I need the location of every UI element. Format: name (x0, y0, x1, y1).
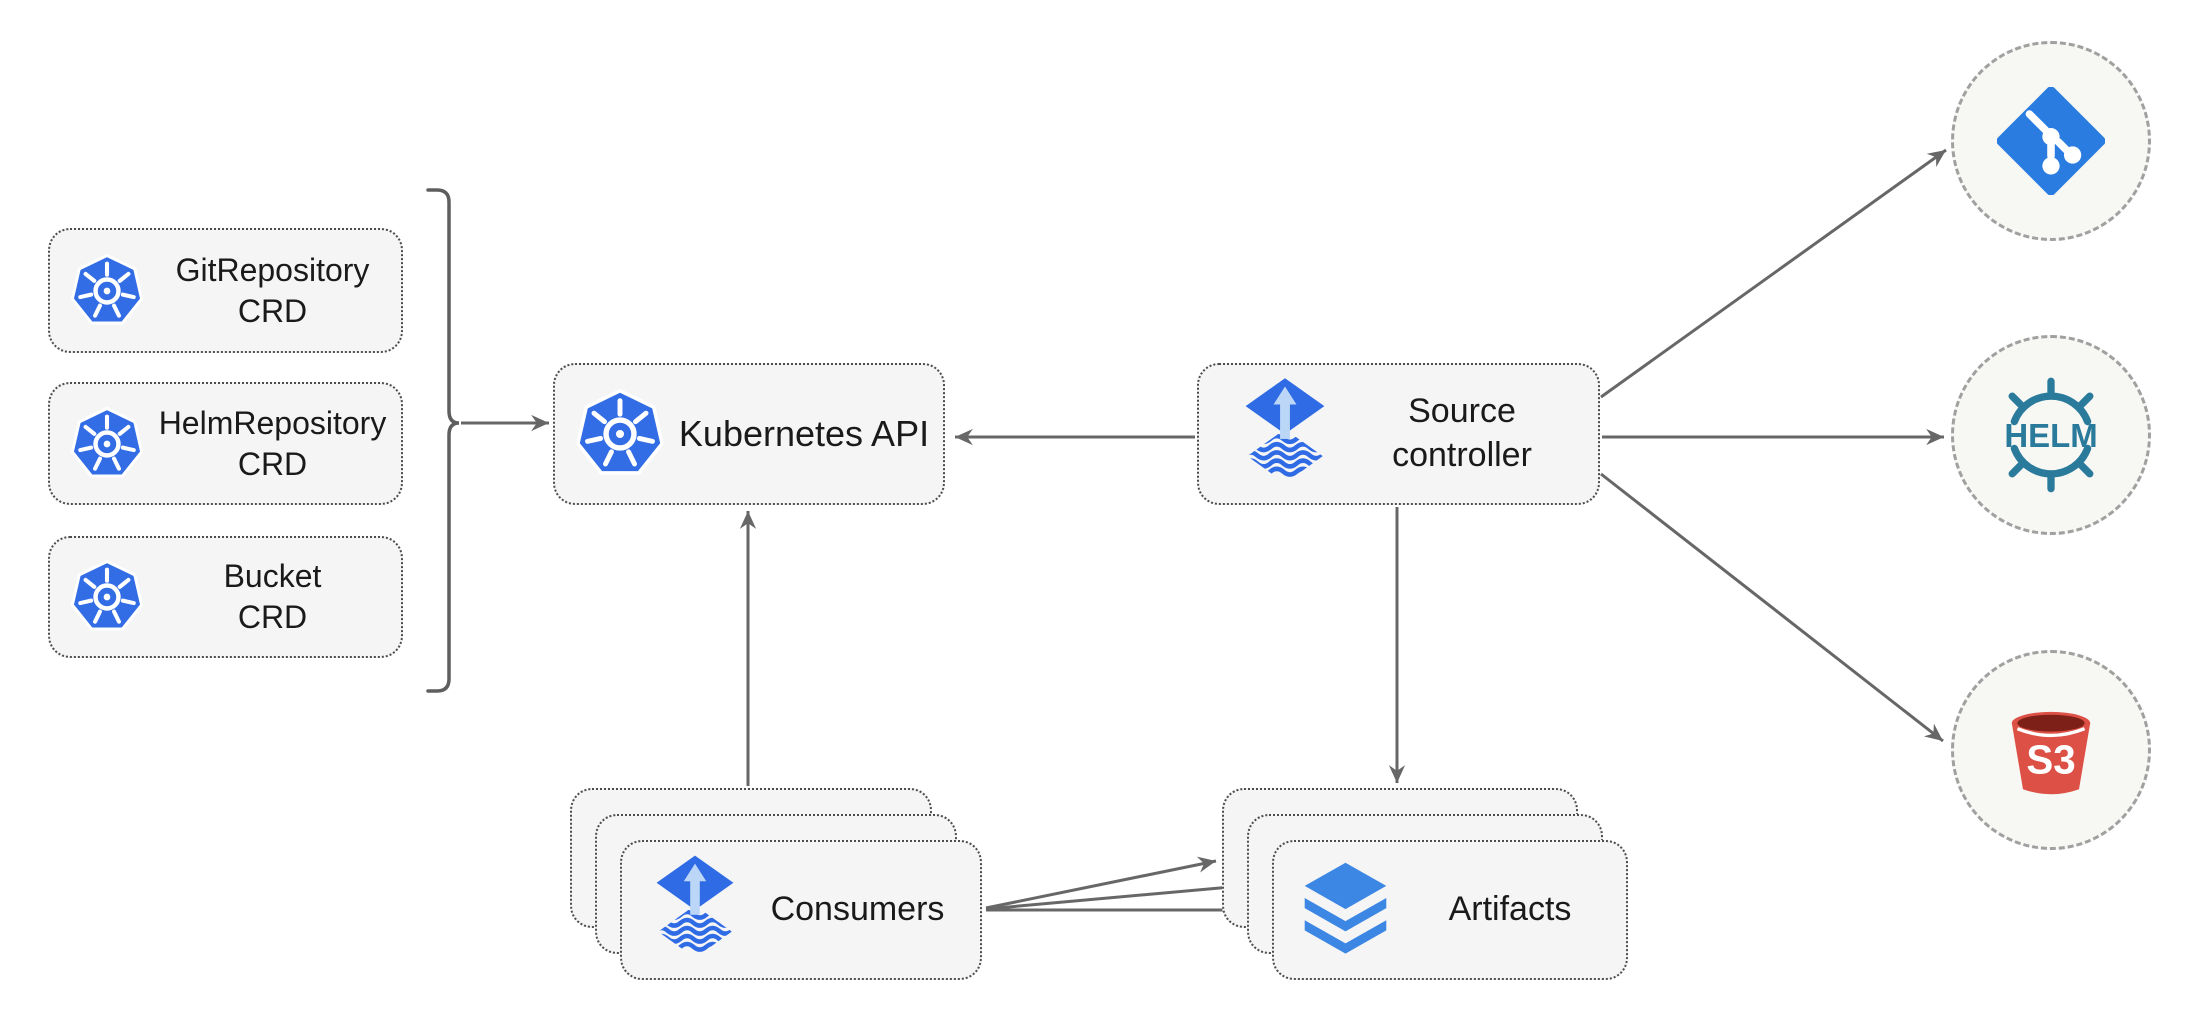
layers-icon (1297, 859, 1394, 961)
gitrepository-crd-line2: CRD (237, 292, 308, 329)
kubernetes-icon (575, 389, 665, 479)
git-icon (1997, 87, 2105, 195)
artifacts-label: Artifacts (1448, 890, 1572, 929)
kubernetes-api-label: Kubernetes API (678, 412, 930, 454)
bucket-crd-node: Bucket CRD (48, 536, 403, 658)
bucket-crd-line1: Bucket (223, 558, 322, 595)
edge-consumers-to-artifacts-1 (985, 856, 1217, 910)
consumers-node: Consumers (620, 840, 982, 980)
s3-bucket-icon: S3 (2011, 711, 2091, 795)
kubernetes-icon (70, 407, 144, 481)
kubernetes-api-node: Kubernetes API (553, 363, 945, 505)
consumers-label: Consumers (770, 890, 945, 929)
gitrepository-crd-line1: GitRepository (175, 251, 370, 288)
kubernetes-icon (70, 560, 144, 634)
edge-consumers-to-artifacts-2 (985, 879, 1243, 911)
flux-source-icon (1244, 375, 1326, 493)
s3-label: S3 (2026, 737, 2075, 783)
helmrepository-crd-line2: CRD (237, 445, 308, 482)
edge-source-to-s3 (1600, 472, 1944, 743)
source-controller-node: Source controller (1197, 363, 1600, 505)
helmrepository-crd-line1: HelmRepository (158, 404, 387, 441)
artifacts-node: Artifacts (1272, 840, 1628, 980)
git-endpoint-node (1951, 41, 2151, 241)
helmrepository-crd-label: HelmRepository CRD (144, 403, 401, 485)
source-controller-label: Source controller (1392, 392, 1532, 474)
flux-source-icon (655, 853, 735, 967)
crd-group-bracket (426, 188, 460, 693)
helm-icon: HELM (2004, 377, 2098, 493)
edge-source-to-git (1600, 148, 1947, 399)
kubernetes-icon (70, 254, 144, 328)
bucket-crd-label: Bucket CRD (144, 556, 401, 638)
helm-endpoint-node: HELM (1951, 335, 2151, 535)
helm-label: HELM (2004, 417, 2097, 454)
s3-endpoint-node: S3 (1951, 650, 2151, 850)
gitrepository-crd-label: GitRepository CRD (144, 250, 401, 332)
bucket-crd-line2: CRD (237, 599, 308, 635)
gitrepository-crd-node: GitRepository CRD (48, 228, 403, 353)
helmrepository-crd-node: HelmRepository CRD (48, 382, 403, 505)
